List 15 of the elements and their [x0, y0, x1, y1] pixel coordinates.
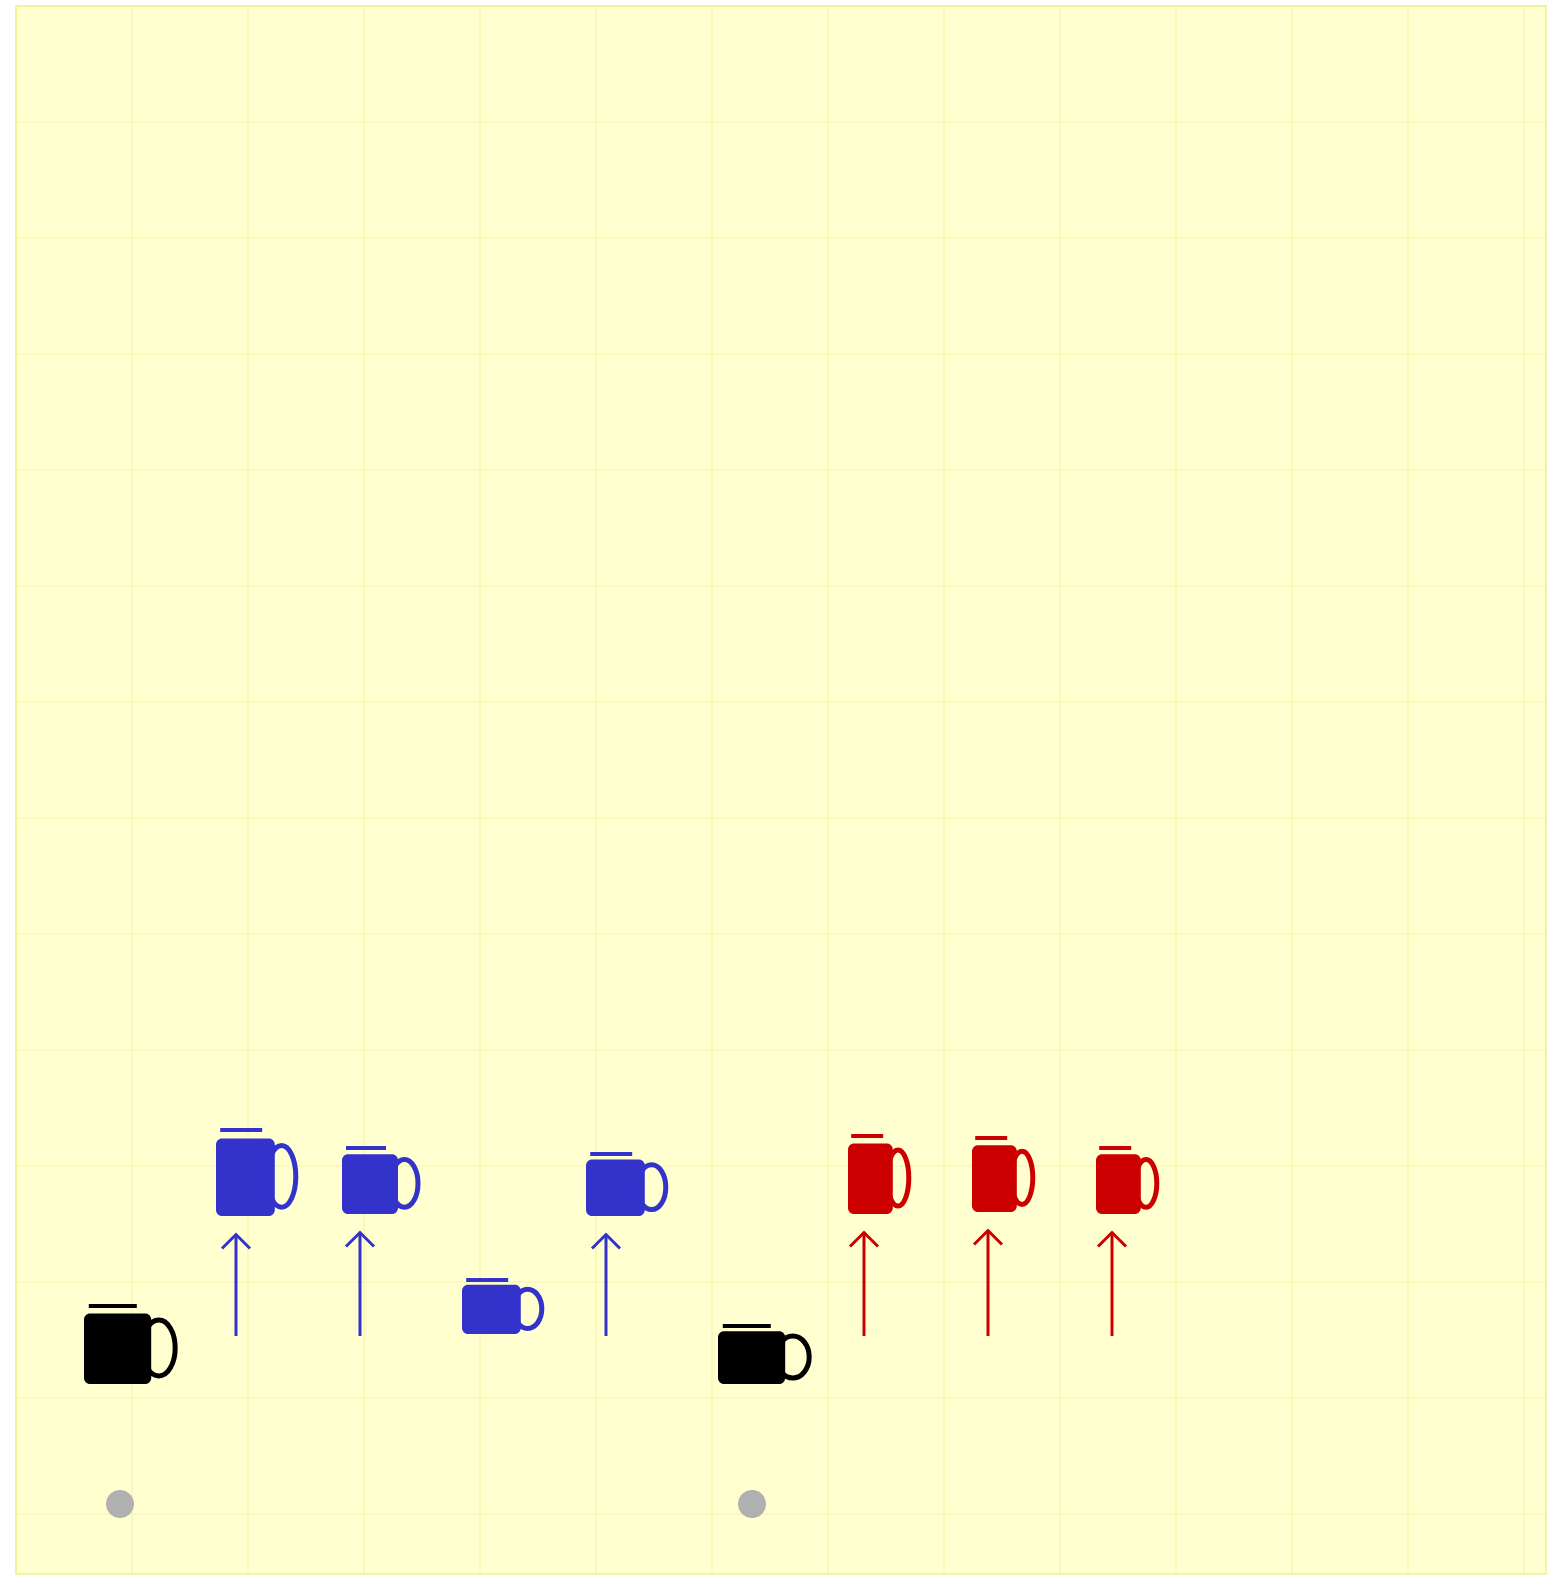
scribble-drawing — [972, 1136, 1036, 1212]
scribble-drawing — [586, 1152, 669, 1216]
scribble-drawing — [848, 1134, 912, 1214]
arrow — [220, 1232, 252, 1336]
arrow — [1096, 1230, 1128, 1336]
arrow — [344, 1230, 376, 1336]
arrow — [590, 1232, 622, 1336]
scribble-drawing — [718, 1324, 812, 1384]
scribble-drawing — [342, 1146, 421, 1214]
scribble-drawing — [84, 1304, 178, 1384]
arrow — [848, 1230, 880, 1336]
scribble-drawing — [462, 1278, 545, 1334]
scribble-drawing — [216, 1128, 299, 1216]
arrow — [972, 1228, 1004, 1336]
scribble-drawing — [1096, 1146, 1160, 1214]
